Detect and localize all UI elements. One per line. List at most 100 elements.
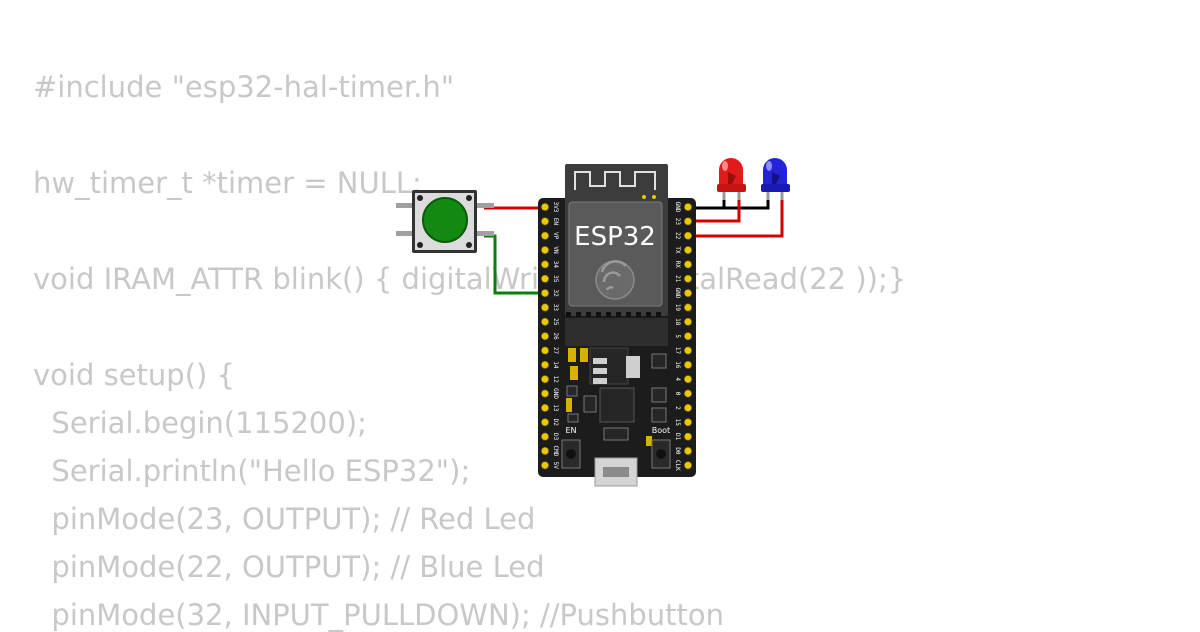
right-pin-label: 17 <box>674 347 681 355</box>
pushbutton[interactable] <box>396 190 494 253</box>
right-pin-0[interactable] <box>684 389 692 398</box>
espressif-logo-icon-arcs <box>600 260 627 291</box>
code-line: #include "esp32-hal-timer.h" <box>33 70 455 104</box>
right-pin-5[interactable] <box>684 332 692 341</box>
left-pin-d2[interactable] <box>541 418 549 427</box>
left-pin-3v3[interactable] <box>541 203 549 211</box>
pushbutton-corner <box>417 195 423 201</box>
blue-led-reflector <box>772 172 780 184</box>
right-pin-label: 18 <box>674 318 681 326</box>
left-pin-label: 32 <box>552 289 559 297</box>
left-pin-26[interactable] <box>541 332 549 341</box>
left-pin-label: D2 <box>552 419 559 427</box>
left-pin-25[interactable] <box>541 317 549 326</box>
right-pin-17[interactable] <box>684 346 692 355</box>
left-pin-label: 25 <box>552 318 559 326</box>
left-pin-en[interactable] <box>541 217 549 226</box>
usb-port <box>603 467 629 477</box>
left-header-pins: 3V3ENVPVN343532332526271412GND13D2D3CMD5… <box>541 202 559 470</box>
right-pin-rx[interactable] <box>684 260 692 269</box>
left-pin-34[interactable] <box>541 260 549 269</box>
pushbutton-lead <box>396 203 414 208</box>
left-pin-vp[interactable] <box>541 231 549 240</box>
right-pin-label: CLK <box>674 460 681 471</box>
smd-components <box>566 347 667 446</box>
pushbutton-lead <box>396 231 414 236</box>
right-pin-label: 21 <box>674 275 681 283</box>
wire-red-pin23-red-led[interactable] <box>686 196 741 223</box>
red-led-reflector <box>728 172 736 184</box>
right-pin-22[interactable] <box>684 231 692 240</box>
left-pin-12[interactable] <box>541 375 549 384</box>
right-pin-label: 23 <box>674 218 681 226</box>
right-pin-2[interactable] <box>684 403 692 412</box>
right-pin-21[interactable] <box>684 274 692 283</box>
right-pin-d0[interactable] <box>684 447 692 455</box>
left-pin-label: 3V3 <box>552 202 559 213</box>
left-pin-label: 26 <box>552 333 559 341</box>
esp32-label: ESP32 <box>574 222 656 252</box>
right-pin-16[interactable] <box>684 360 692 369</box>
en-button[interactable]: EN <box>561 426 581 469</box>
right-pin-clk[interactable] <box>684 461 692 470</box>
right-pin-label: D0 <box>674 447 681 455</box>
left-pin-label: VN <box>552 246 559 254</box>
code-line: void IRAM_ATTR blink() { digitalWrite(23… <box>33 262 907 296</box>
left-pin-label: EN <box>552 218 559 226</box>
right-pin-label: 15 <box>674 419 681 427</box>
left-pin-14[interactable] <box>541 360 549 369</box>
right-pin-label: 22 <box>674 232 681 240</box>
pushbutton-lead <box>476 231 494 236</box>
left-pin-27[interactable] <box>541 346 549 355</box>
right-pin-label: 4 <box>674 377 681 381</box>
left-pin-label: 33 <box>552 304 559 312</box>
right-pin-label: 2 <box>674 406 681 410</box>
blue-led[interactable] <box>761 158 790 200</box>
wire-red-pin22-blue-led[interactable] <box>686 196 784 238</box>
left-pin-label: VP <box>552 232 559 240</box>
right-pin-d1[interactable] <box>684 432 692 441</box>
red-led-highlight <box>722 161 728 171</box>
esp32-board[interactable]: ESP32 <box>538 164 696 487</box>
left-pin-5v[interactable] <box>541 461 549 470</box>
left-pin-label: 35 <box>552 275 559 283</box>
left-pin-label: 27 <box>552 347 559 355</box>
right-pin-23[interactable] <box>684 217 692 226</box>
boot-button[interactable]: Boot <box>651 426 671 469</box>
right-pin-gnd[interactable] <box>684 203 692 211</box>
right-pin-19[interactable] <box>684 303 692 312</box>
left-pin-label: 13 <box>552 404 559 412</box>
pushbutton-cap[interactable] <box>422 197 468 243</box>
right-pin-4[interactable] <box>684 375 692 384</box>
right-pin-tx[interactable] <box>684 246 692 254</box>
wire-black-gnd-leds[interactable] <box>686 196 770 210</box>
left-pin-label: 5V <box>552 462 559 470</box>
pushbutton-corner <box>417 242 423 248</box>
left-pin-vn[interactable] <box>541 246 549 254</box>
left-pin-35[interactable] <box>541 274 549 283</box>
left-pin-33[interactable] <box>541 303 549 312</box>
left-pin-13[interactable] <box>541 403 549 412</box>
left-pin-gnd[interactable] <box>541 389 549 398</box>
left-pin-cmd[interactable] <box>541 447 549 455</box>
red-led[interactable] <box>717 158 746 200</box>
code-line: void setup() { <box>33 358 235 392</box>
code-line: Serial.begin(115200); <box>33 406 367 440</box>
left-pin-label: 14 <box>552 361 559 369</box>
right-pin-label: 16 <box>674 361 681 369</box>
pushbutton-corner <box>466 242 472 248</box>
left-pin-label: CMD <box>552 446 559 457</box>
blue-led-highlight <box>766 161 772 171</box>
left-pin-32[interactable] <box>541 289 549 297</box>
left-pin-label: GND <box>552 388 559 399</box>
right-pin-label: GND <box>674 202 681 213</box>
right-pin-15[interactable] <box>684 418 692 427</box>
left-pin-d3[interactable] <box>541 432 549 441</box>
right-pin-label: GND <box>674 288 681 299</box>
castellation-row <box>566 312 661 317</box>
left-pin-label: D3 <box>552 433 559 441</box>
right-pin-18[interactable] <box>684 317 692 326</box>
wire-green-button-pin32[interactable] <box>484 234 545 295</box>
right-pin-label: 5 <box>674 334 681 338</box>
right-pin-gnd[interactable] <box>684 289 692 297</box>
